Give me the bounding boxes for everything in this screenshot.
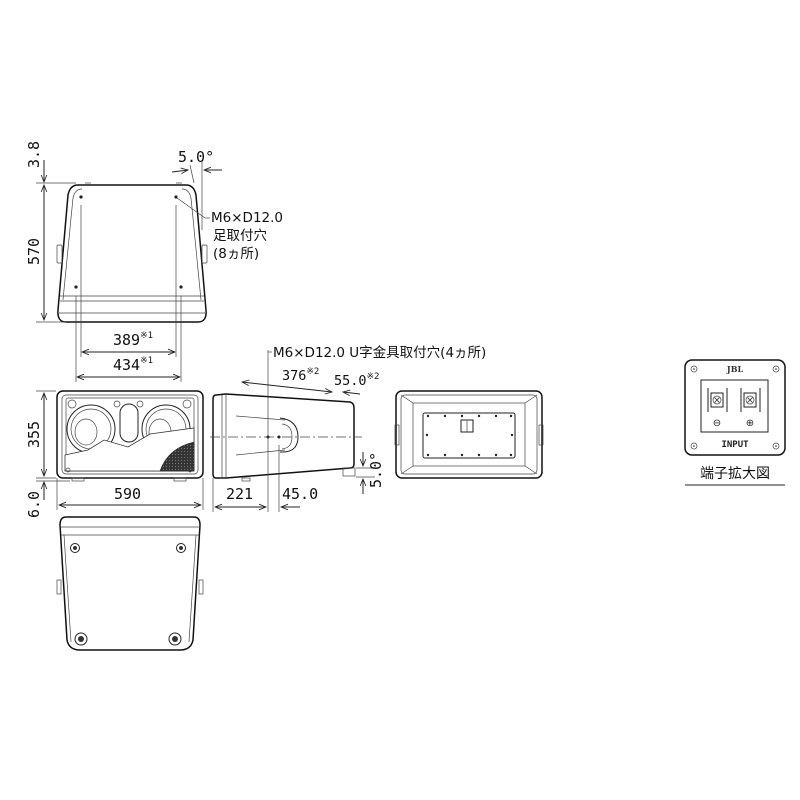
dim-3-8: 3.8 bbox=[25, 141, 43, 168]
side-view: 221 45.0 376※2 55.0※2 M6×D12.0 U字金具取付穴(4… bbox=[210, 345, 486, 512]
dim-434: 434※1 bbox=[113, 356, 153, 374]
angle-5-side: 5.0° bbox=[367, 452, 385, 488]
terminal-caption: 端子拡大図 bbox=[700, 466, 770, 482]
dim-389: 389※1 bbox=[113, 331, 153, 349]
terminal-detail: JBL ⊖ ⊕ INPUT 端子拡大図 bbox=[684, 359, 786, 486]
dim-55-0: 55.0※2 bbox=[334, 372, 379, 389]
bracket-callout: M6×D12.0 U字金具取付穴(4ヵ所) bbox=[273, 345, 486, 361]
dim-570: 570 bbox=[25, 238, 43, 265]
angle-5-top: 5.0° bbox=[178, 148, 214, 166]
hole-callout-line3: (8ヵ所) bbox=[213, 246, 259, 262]
front-view: 355 6.0 590 bbox=[25, 390, 204, 518]
dim-221: 221 bbox=[226, 485, 253, 503]
input-label: INPUT bbox=[721, 440, 749, 450]
dim-590: 590 bbox=[114, 485, 141, 503]
hole-callout-line2: 足取付穴 bbox=[213, 228, 267, 244]
hole-callout-line1: M6×D12.0 bbox=[211, 210, 283, 226]
jbl-logo: JBL bbox=[726, 364, 744, 374]
top-view: 389※1 434※1 570 3.8 5.0° M6×D12.0 足取付穴 (… bbox=[25, 141, 283, 382]
dim-45-0: 45.0 bbox=[282, 485, 318, 503]
foot-pads bbox=[70, 543, 186, 646]
dim-355: 355 bbox=[25, 421, 43, 448]
dim-376: 376※2 bbox=[282, 367, 319, 384]
plus-terminal-icon: ⊕ bbox=[746, 418, 754, 429]
dim-6-0: 6.0 bbox=[25, 491, 43, 518]
rear-view bbox=[394, 390, 544, 479]
minus-terminal-icon: ⊖ bbox=[713, 418, 721, 429]
bottom-view bbox=[56, 516, 204, 651]
